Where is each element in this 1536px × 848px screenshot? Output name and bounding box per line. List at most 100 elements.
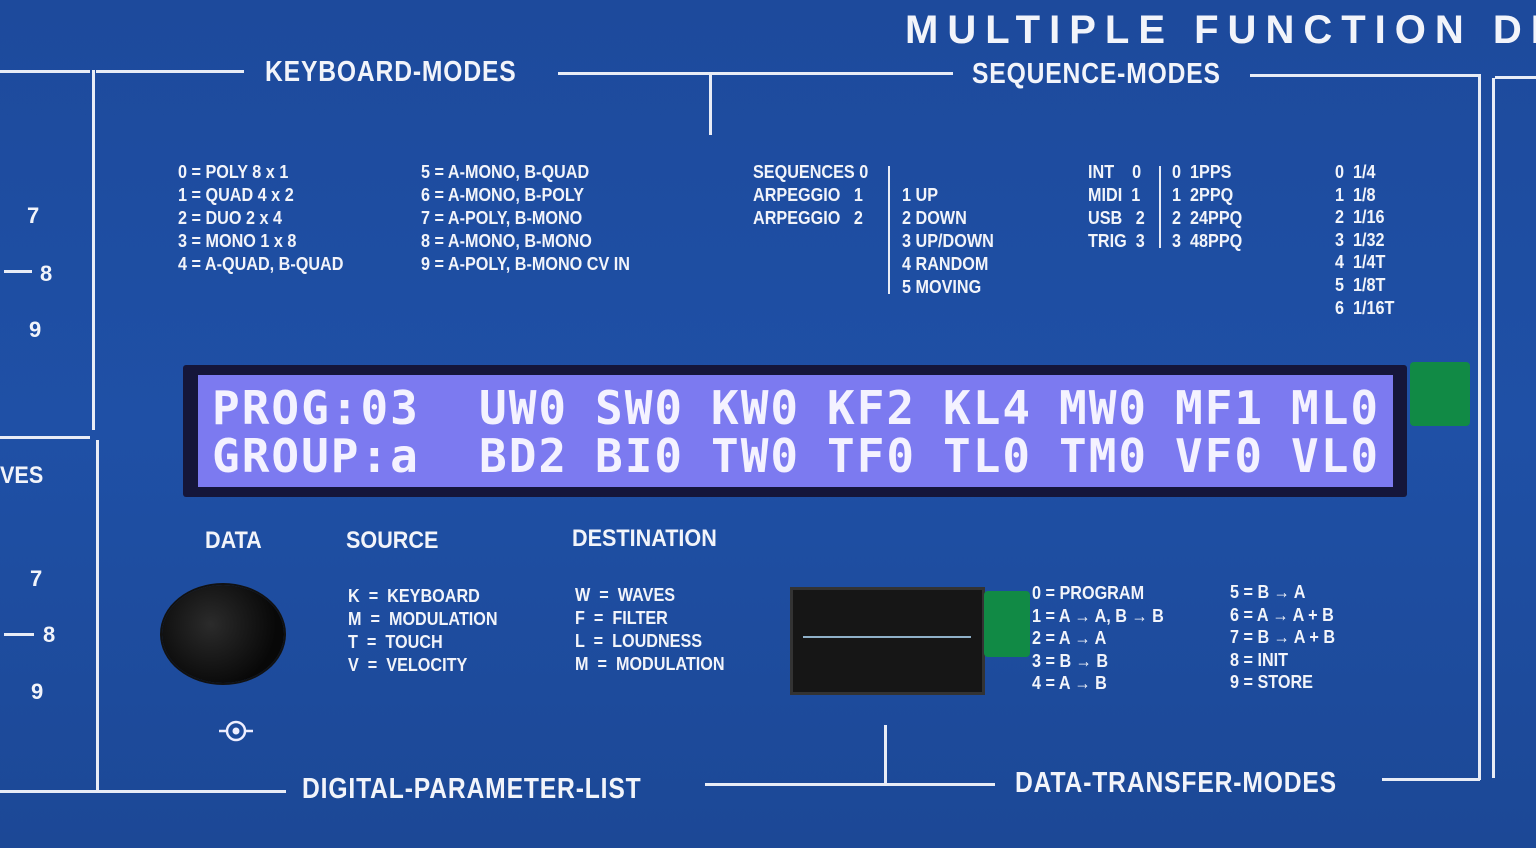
list-item: ARPEGGIO 2 <box>753 208 863 228</box>
lcd-cell: TW0 <box>711 429 801 483</box>
list-item: 4 RANDOM <box>902 254 989 274</box>
lcd-cell: MF1 <box>1175 381 1265 435</box>
list-item: 1 = QUAD 4 x 2 <box>178 185 294 205</box>
list-item: 9 = STORE <box>1230 672 1313 692</box>
list-item: 0 = POLY 8 x 1 <box>178 162 289 182</box>
lcd-cell: ML0 <box>1291 381 1381 435</box>
list-item: 4 = A → B <box>1032 673 1107 693</box>
lcd-group: GROUP:a <box>212 429 420 483</box>
source-heading: SOURCE <box>346 527 439 554</box>
partial-section-label: VES <box>0 462 44 489</box>
list-item: T = TOUCH <box>348 632 443 652</box>
list-item: L = LOUDNESS <box>575 631 703 651</box>
source-list: K = KEYBOARD M = MODULATION T = TOUCH V = V… <box>348 585 498 677</box>
list-item: 7 = B → A + B <box>1230 627 1336 647</box>
list-item: 6 = A-MONO, B-POLY <box>421 185 585 205</box>
lcd-cell: TF0 <box>827 429 917 483</box>
keyboard-modes-heading: KEYBOARD-MODES <box>265 56 517 88</box>
list-item: M = MODULATION <box>348 609 498 629</box>
frame-line <box>1478 74 1481 780</box>
frame-line <box>96 440 99 790</box>
frame-line <box>1492 78 1495 778</box>
frame-line <box>558 72 953 75</box>
frame-line <box>0 70 90 73</box>
push-button-icon <box>219 718 253 744</box>
list-item: 3 1/32 <box>1335 229 1385 250</box>
list-item: 1 UP <box>902 185 939 205</box>
list-item: 2 DOWN <box>902 208 967 228</box>
scale-tick <box>4 270 32 273</box>
list-item: 2 = A → A <box>1032 628 1107 648</box>
data-transfer-modes-heading: DATA-TRANSFER-MODES <box>1015 767 1337 799</box>
scale-number: 9 <box>29 317 42 342</box>
frame-line <box>96 70 244 73</box>
list-item: 6 1/16T <box>1335 297 1395 318</box>
scale-number: 8 <box>43 622 56 647</box>
frame-line <box>0 436 90 439</box>
lcd-cell: VL0 <box>1291 429 1381 483</box>
list-item: W = WAVES <box>575 585 676 605</box>
lcd-cell: KF2 <box>827 381 917 435</box>
list-item: 1 = A → A, B → B <box>1032 605 1164 626</box>
frame-line <box>709 75 712 135</box>
list-item: SEQUENCES 0 <box>753 162 869 182</box>
list-item: INT 0 <box>1088 162 1142 182</box>
frame-line <box>1495 76 1536 79</box>
scale-number: 9 <box>31 679 44 704</box>
lcd-cell: SW0 <box>595 381 685 435</box>
data-knob[interactable] <box>162 585 284 683</box>
list-item: 8 = A-MONO, B-MONO <box>421 231 592 251</box>
frame-line <box>1250 74 1480 77</box>
list-item: 5 = A-MONO, B-QUAD <box>421 162 590 182</box>
list-item: F = FILTER <box>575 608 668 628</box>
list-item: 3 = MONO 1 x 8 <box>178 231 297 251</box>
list-item: 4 = A-QUAD, B-QUAD <box>178 254 344 274</box>
frame-line <box>705 783 995 786</box>
lcd-cell: UW0 <box>479 381 569 435</box>
list-item: 7 = A-POLY, B-MONO <box>421 208 583 228</box>
lcd-program: PROG:03 <box>212 381 420 435</box>
data-transfer-display <box>790 587 985 695</box>
list-item: TRIG 3 <box>1088 231 1145 251</box>
list-item: 2 1/16 <box>1335 207 1385 228</box>
list-item: 1 2PPQ <box>1172 185 1234 205</box>
list-item: M = MODULATION <box>575 654 725 674</box>
lcd-cell: BD2 <box>479 429 569 483</box>
lcd-cell: BI0 <box>595 429 685 483</box>
list-item: 3 48PPQ <box>1172 231 1243 251</box>
display-segment <box>803 636 971 638</box>
frame-line <box>884 725 887 783</box>
list-item: 1 1/8 <box>1335 184 1376 205</box>
frame-line <box>0 790 96 793</box>
list-item: 5 = B → A <box>1230 582 1306 602</box>
destination-list: W = WAVES F = FILTER L = LOUDNESS M = MODUL… <box>575 584 725 676</box>
scale-tick <box>4 633 34 636</box>
list-item: 0 1PPS <box>1172 162 1232 182</box>
list-item: ARPEGGIO 1 <box>753 185 863 205</box>
list-item: 5 MOVING <box>902 277 982 297</box>
sequence-types: SEQUENCES 0 ARPEGGIO 1 ARPEGGIO 2 <box>753 161 868 230</box>
list-item: USB 2 <box>1088 208 1145 228</box>
list-item: V = VELOCITY <box>348 655 468 675</box>
scale-number: 7 <box>27 203 40 228</box>
list-item: 5 1/8T <box>1335 274 1386 295</box>
list-item: 4 1/4T <box>1335 252 1386 273</box>
destination-heading: DESTINATION <box>572 525 717 552</box>
list-item: 0 1/4 <box>1335 162 1376 182</box>
list-item: K = KEYBOARD <box>348 586 480 606</box>
frame-line <box>92 70 95 430</box>
scale-number: 8 <box>40 261 53 286</box>
frame-line <box>1382 778 1480 781</box>
list-item: 2 = DUO 2 x 4 <box>178 208 283 228</box>
frame-line <box>96 790 286 793</box>
list-item: 8 = INIT <box>1230 649 1289 670</box>
lcd-cell: TL0 <box>943 429 1033 483</box>
divider <box>888 166 890 294</box>
keyboard-modes-list-2: 5 = A-MONO, B-QUAD 6 = A-MONO, B-POLY 7 = … <box>421 161 630 276</box>
